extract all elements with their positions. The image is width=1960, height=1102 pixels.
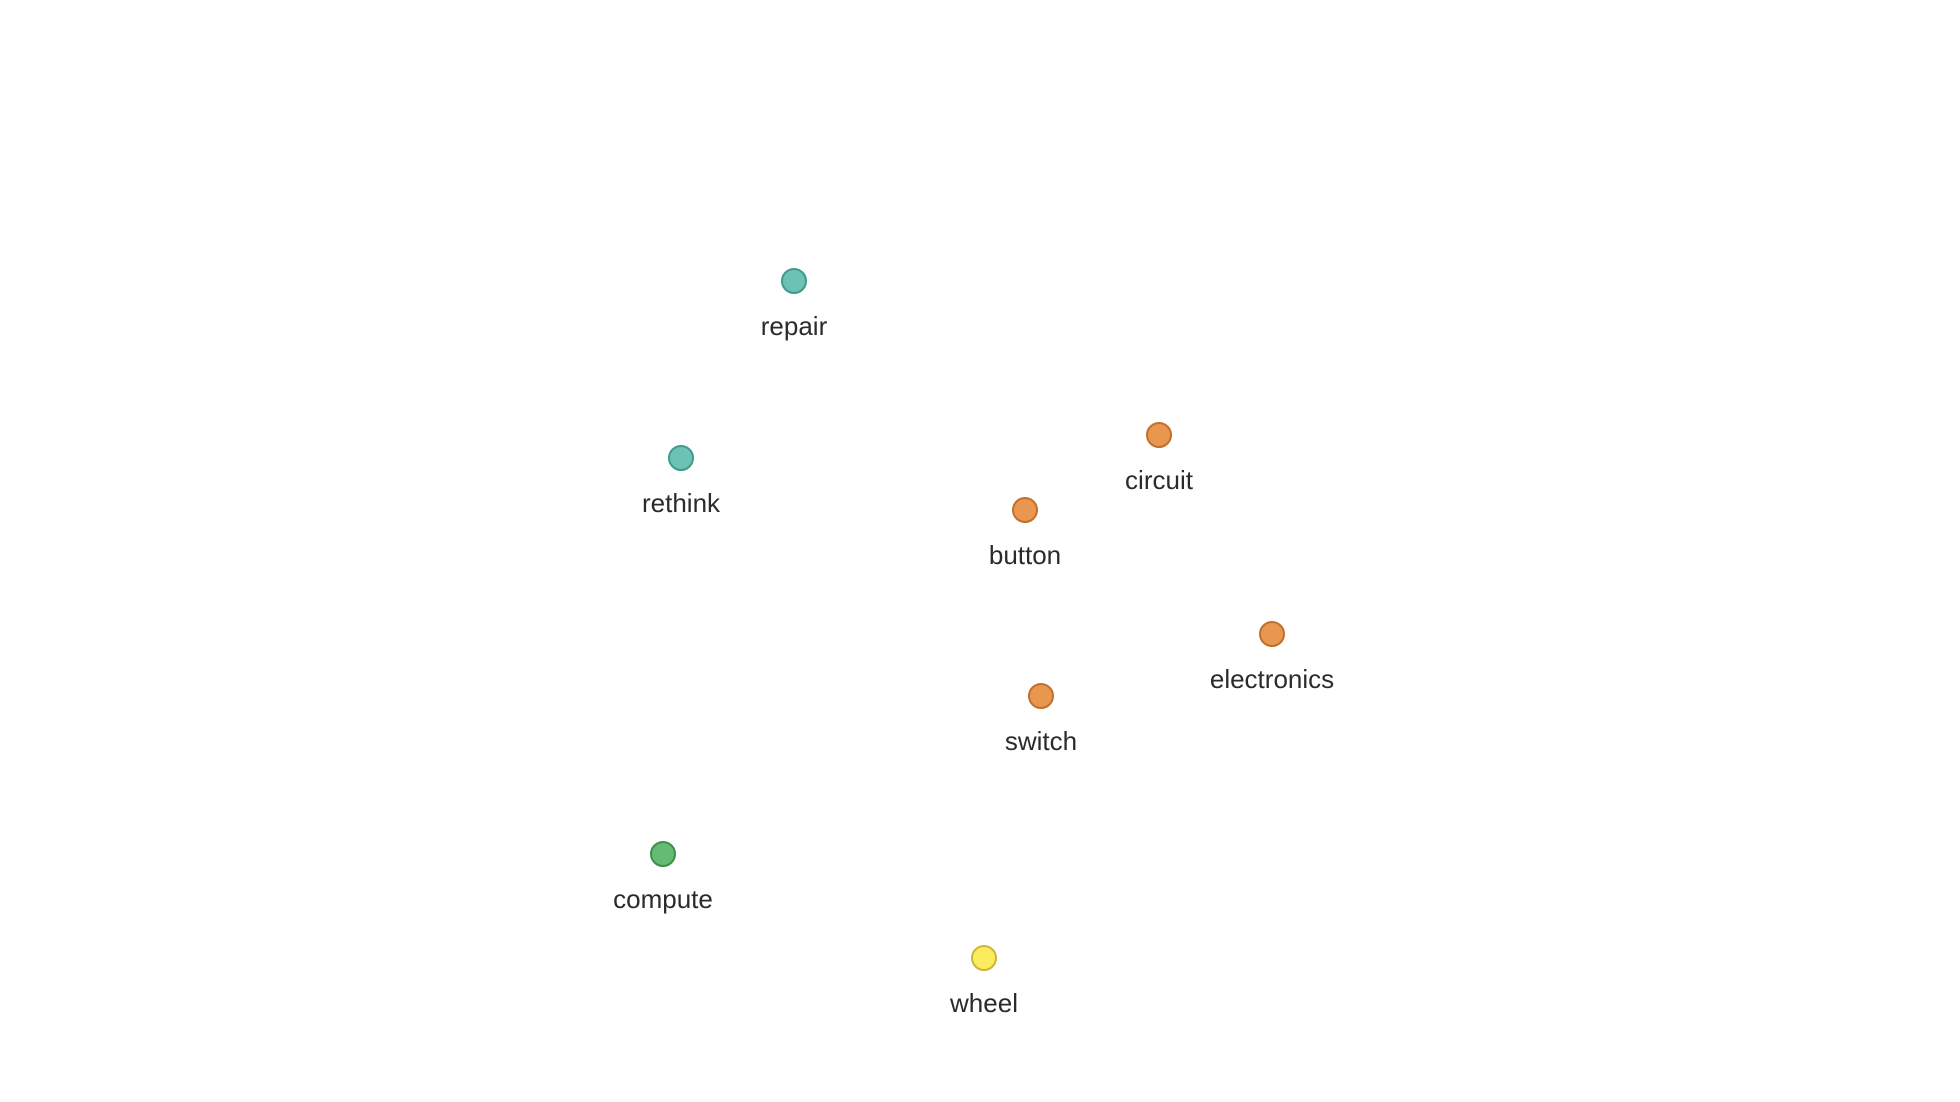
node-label-repair: repair bbox=[761, 311, 828, 341]
node-dot-button[interactable] bbox=[1012, 497, 1038, 523]
node-rethink[interactable]: rethink bbox=[642, 445, 721, 518]
node-dot-repair[interactable] bbox=[781, 268, 807, 294]
node-label-switch: switch bbox=[1005, 726, 1077, 756]
node-dot-rethink[interactable] bbox=[668, 445, 694, 471]
node-label-electronics: electronics bbox=[1210, 664, 1334, 694]
node-label-circuit: circuit bbox=[1125, 465, 1194, 495]
node-compute[interactable]: compute bbox=[613, 841, 713, 914]
node-dot-wheel[interactable] bbox=[971, 945, 997, 971]
node-label-compute: compute bbox=[613, 884, 713, 914]
node-electronics[interactable]: electronics bbox=[1210, 621, 1334, 694]
node-repair[interactable]: repair bbox=[761, 268, 828, 341]
node-wheel[interactable]: wheel bbox=[949, 945, 1018, 1018]
node-switch[interactable]: switch bbox=[1005, 683, 1077, 756]
node-label-button: button bbox=[989, 540, 1061, 570]
node-button[interactable]: button bbox=[989, 497, 1061, 570]
node-dot-compute[interactable] bbox=[650, 841, 676, 867]
node-circuit[interactable]: circuit bbox=[1125, 422, 1194, 495]
node-label-rethink: rethink bbox=[642, 488, 721, 518]
node-dot-electronics[interactable] bbox=[1259, 621, 1285, 647]
node-dot-circuit[interactable] bbox=[1146, 422, 1172, 448]
node-layer: repair rethink circuit button electronic… bbox=[613, 268, 1334, 1018]
node-dot-switch[interactable] bbox=[1028, 683, 1054, 709]
node-label-wheel: wheel bbox=[949, 988, 1018, 1018]
